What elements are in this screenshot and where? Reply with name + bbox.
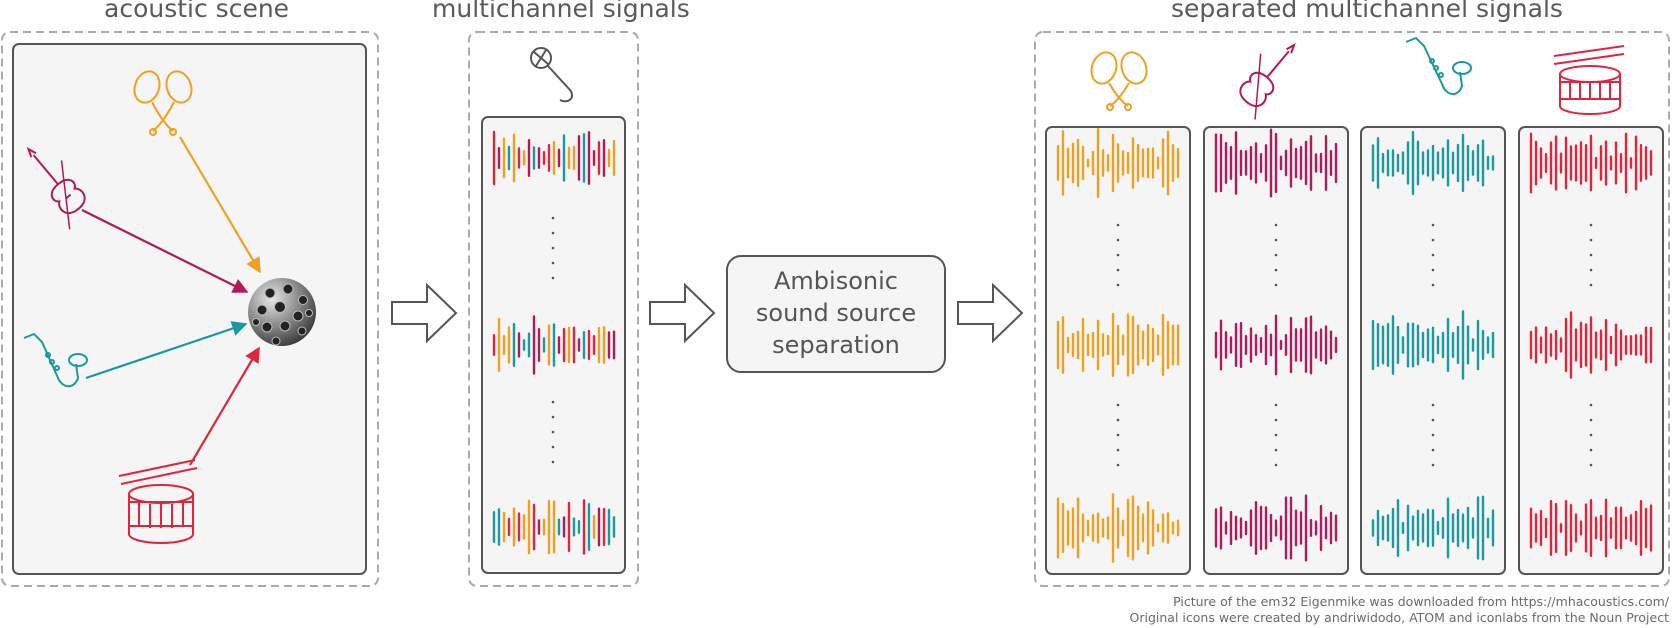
separated-saxophone-icon bbox=[1405, 36, 1472, 95]
multichannel-waveforms bbox=[492, 130, 616, 555]
violin-icon bbox=[26, 146, 86, 230]
ellipsis-dot bbox=[1589, 283, 1593, 287]
ellipsis-dot bbox=[551, 261, 555, 265]
credits-line-2: Original icons were created by andriwido… bbox=[1129, 610, 1669, 625]
ellipsis-dot bbox=[1116, 223, 1120, 227]
ellipsis-dot bbox=[1274, 463, 1278, 467]
eigenmike-icon bbox=[248, 278, 316, 346]
ellipsis-dot bbox=[1274, 403, 1278, 407]
flow-arrow-1 bbox=[391, 282, 458, 344]
ellipsis-dot bbox=[1274, 418, 1278, 422]
separated-ellipsis bbox=[1116, 223, 1593, 467]
ellipsis-dot bbox=[1431, 448, 1435, 452]
microphone-icon bbox=[530, 47, 574, 103]
ellipsis-dot bbox=[1589, 433, 1593, 437]
ellipsis-dot bbox=[1589, 463, 1593, 467]
ellipsis-dot bbox=[1116, 238, 1120, 242]
separated-maracas-icon bbox=[1090, 51, 1148, 111]
ellipsis-dot bbox=[1431, 463, 1435, 467]
acoustic-scene-dashed-frame bbox=[1, 31, 379, 587]
ellipsis-dot bbox=[551, 415, 555, 419]
ellipsis-dot bbox=[1589, 403, 1593, 407]
ellipsis-dot bbox=[1589, 448, 1593, 452]
separated-waveforms bbox=[1056, 127, 1653, 563]
acoustic-scene-panel bbox=[12, 43, 367, 575]
separated-drum-icon bbox=[1553, 45, 1625, 115]
ellipsis-dot bbox=[1431, 433, 1435, 437]
ellipsis-dot bbox=[1116, 283, 1120, 287]
ellipsis-dot bbox=[1274, 433, 1278, 437]
violin-to-mic-arrow bbox=[81, 209, 249, 293]
separation-block-label: Ambisonic sound source separation bbox=[727, 254, 945, 372]
ellipsis-dot bbox=[1431, 268, 1435, 272]
ellipsis-dot bbox=[1274, 238, 1278, 242]
ellipsis-dot bbox=[1431, 253, 1435, 257]
drum-icon bbox=[118, 459, 198, 544]
drum-to-mic-arrow bbox=[189, 346, 260, 466]
ellipsis-dot bbox=[1431, 283, 1435, 287]
ellipsis-dot bbox=[551, 231, 555, 235]
ellipsis-dot bbox=[551, 445, 555, 449]
separation-line-1: Ambisonic bbox=[774, 267, 898, 295]
maracas-icon bbox=[133, 70, 193, 136]
ellipsis-dot bbox=[551, 430, 555, 434]
ellipsis-dot bbox=[551, 460, 555, 464]
separated-dashed-frame bbox=[1034, 31, 1670, 587]
separation-line-2: sound source bbox=[755, 299, 917, 327]
ellipsis-dot bbox=[1589, 268, 1593, 272]
ellipsis-dot bbox=[1116, 253, 1120, 257]
multichannel-dashed-frame bbox=[468, 31, 639, 587]
ellipsis-dot bbox=[1589, 238, 1593, 242]
ellipsis-dot bbox=[1116, 418, 1120, 422]
ellipsis-dot bbox=[1431, 403, 1435, 407]
separated-signals-heading: separated multichannel signals bbox=[1171, 0, 1563, 23]
multichannel-signals-heading: multichannel signals bbox=[432, 0, 690, 23]
ellipsis-dot bbox=[551, 216, 555, 220]
ellipsis-dot bbox=[1274, 268, 1278, 272]
ellipsis-dot bbox=[1116, 448, 1120, 452]
ellipsis-dot bbox=[1116, 433, 1120, 437]
separated-violin-icon bbox=[1239, 42, 1296, 120]
ellipsis-dot bbox=[1116, 463, 1120, 467]
multichannel-ellipsis bbox=[551, 216, 555, 464]
ellipsis-dot bbox=[1589, 418, 1593, 422]
flow-arrow-3 bbox=[957, 282, 1024, 344]
flow-arrow-2 bbox=[649, 282, 716, 344]
ellipsis-dot bbox=[551, 400, 555, 404]
ellipsis-dot bbox=[1116, 403, 1120, 407]
image-credits: Picture of the em32 Eigenmike was downlo… bbox=[1130, 594, 1669, 626]
acoustic-scene-heading: acoustic scene bbox=[104, 0, 290, 23]
ellipsis-dot bbox=[1431, 223, 1435, 227]
saxophone-icon bbox=[23, 332, 88, 388]
sax-to-mic-arrow bbox=[85, 321, 248, 380]
maracas-to-mic-arrow bbox=[179, 136, 261, 274]
ellipsis-dot bbox=[1589, 223, 1593, 227]
ellipsis-dot bbox=[1274, 448, 1278, 452]
separation-block bbox=[726, 255, 946, 373]
ellipsis-dot bbox=[551, 246, 555, 250]
ellipsis-dot bbox=[1116, 268, 1120, 272]
ellipsis-dot bbox=[1274, 253, 1278, 257]
ellipsis-dot bbox=[1431, 238, 1435, 242]
ellipsis-dot bbox=[1274, 223, 1278, 227]
ellipsis-dot bbox=[551, 276, 555, 280]
ellipsis-dot bbox=[1274, 283, 1278, 287]
ellipsis-dot bbox=[1589, 253, 1593, 257]
separation-line-3: separation bbox=[772, 331, 900, 359]
ellipsis-dot bbox=[1431, 418, 1435, 422]
credits-line-1: Picture of the em32 Eigenmike was downlo… bbox=[1173, 594, 1669, 609]
